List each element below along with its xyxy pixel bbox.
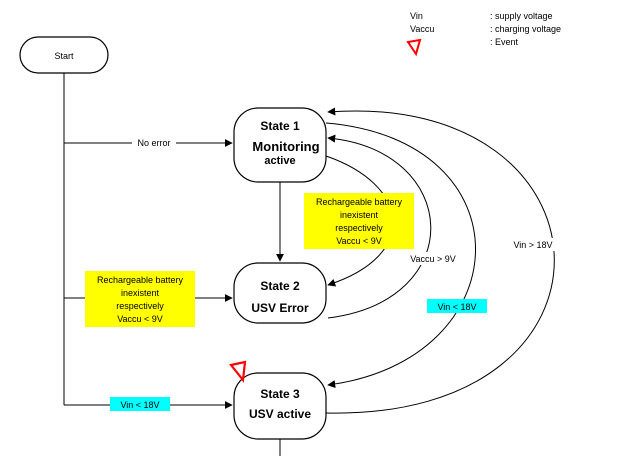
- start-node: Start: [19, 36, 109, 74]
- state3-title: State 3: [260, 387, 300, 401]
- state1-line3: active: [264, 155, 295, 167]
- edge-state3-to-state1-arc: [325, 107, 555, 414]
- edge-vin-lt-18v-mid-label: Vin < 18V: [437, 302, 476, 312]
- start-label: Start: [54, 51, 74, 61]
- battery-box-left: Rechargeable battery inexistent respecti…: [85, 271, 195, 327]
- edge-vin-lt-18v-bottom-box: [110, 397, 170, 411]
- edge-vin-lt-18v-mid-box: [427, 299, 487, 313]
- edge-vin-lt-18v-bottom-label: Vin < 18V: [120, 400, 159, 410]
- battery-box-left-line-1: Rechargeable battery: [97, 275, 184, 285]
- state3-line2: USV active: [249, 407, 311, 421]
- legend-event-desc: : Event: [490, 37, 519, 47]
- edge-state1-to-state3-arc: [325, 122, 476, 389]
- battery-box-right-line-4: Vaccu < 9V: [336, 236, 382, 246]
- state2-line2: USV Error: [251, 301, 309, 315]
- state3-node: State 3 USV active: [233, 372, 327, 440]
- state3-event-flag-icon: [229, 360, 247, 383]
- battery-box-right: Rechargeable battery inexistent respecti…: [304, 193, 414, 249]
- battery-box-right-line-1: Rechargeable battery: [316, 197, 403, 207]
- edge-vaccu-gt-9v-label-bg: [405, 252, 461, 265]
- state1-title: State 1: [260, 119, 300, 133]
- edge-no-error-label-bg: [132, 136, 176, 149]
- battery-box-right-line-3: respectively: [335, 223, 383, 233]
- legend-vaccu-desc: : charging voltage: [490, 24, 561, 34]
- legend: Vin : supply voltage Vaccu : charging vo…: [406, 11, 561, 57]
- state2-node: State 2 USV Error: [233, 262, 327, 324]
- state1-node: State 1 Monitoring active: [233, 107, 327, 183]
- battery-box-left-line-4: Vaccu < 9V: [117, 314, 163, 324]
- edge-no-error-label: No error: [137, 138, 170, 148]
- battery-box-left-line-3: respectively: [116, 301, 164, 311]
- state2-title: State 2: [260, 279, 300, 293]
- legend-vin-symbol: Vin: [410, 11, 423, 21]
- battery-box-right-line-2: inexistent: [340, 210, 379, 220]
- edge-vin-gt-18v-label-bg: [508, 238, 558, 251]
- event-flag-icon: [406, 38, 422, 57]
- legend-vin-desc: : supply voltage: [490, 11, 553, 21]
- edge-state2-to-state1-arc: [327, 134, 432, 319]
- battery-box-left-line-2: inexistent: [121, 288, 160, 298]
- edge-vin-gt-18v-label: Vin > 18V: [513, 240, 552, 250]
- legend-vaccu-symbol: Vaccu: [410, 24, 434, 34]
- state1-line2: Monitoring: [252, 139, 319, 154]
- edge-vaccu-gt-9v-label: Vaccu > 9V: [410, 254, 456, 264]
